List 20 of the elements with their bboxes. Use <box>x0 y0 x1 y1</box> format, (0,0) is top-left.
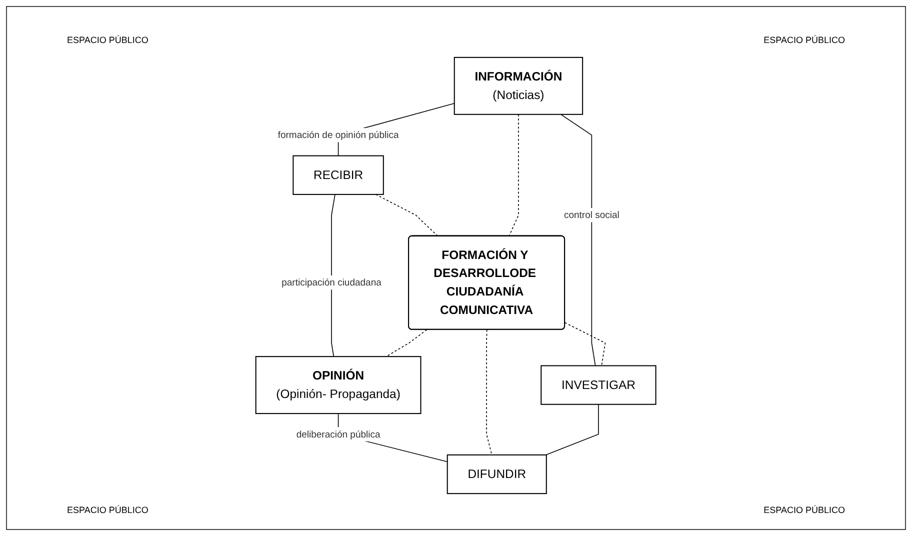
connector <box>560 114 596 366</box>
connector <box>331 194 336 357</box>
connector <box>376 194 438 237</box>
edge-label: participación ciudadana <box>282 276 382 288</box>
area-label: ESPACIO PÚBLICO <box>67 505 148 515</box>
edge-label: formación de opinión pública <box>278 129 399 140</box>
edge-label: deliberación pública <box>296 428 380 440</box>
node-box: OPINIÓN (Opinión- Propaganda) <box>256 356 422 414</box>
connector <box>486 329 492 456</box>
area-label: ESPACIO PÚBLICO <box>67 35 148 45</box>
node-box: RECIBIR <box>292 155 384 195</box>
connector <box>564 322 606 366</box>
connector <box>546 404 600 456</box>
area-label: ESPACIO PÚBLICO <box>764 35 845 45</box>
node-box: INFORMACIÓN (Noticias) <box>454 56 584 115</box>
edge-label: control social <box>564 209 620 220</box>
node-box: DIFUNDIR <box>447 454 548 494</box>
node-box: INVESTIGAR <box>540 365 656 405</box>
area-label: ESPACIO PÚBLICO <box>764 505 845 515</box>
connector <box>386 329 428 357</box>
